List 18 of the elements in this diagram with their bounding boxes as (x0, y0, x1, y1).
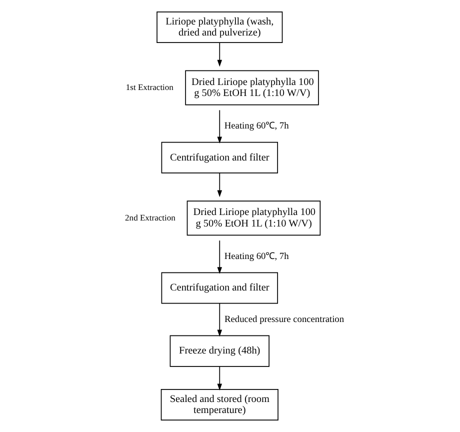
node-box: Freeze drying (48h) (169, 335, 269, 367)
node-box: Centrifugation and filter (160, 142, 278, 174)
arrow (216, 42, 222, 67)
node-box: Dried Liriope platyphylla 100 g 50% EtOH 1L (1:10 W/V) (184, 70, 318, 106)
node-label: 1st Extraction (125, 82, 173, 92)
node-box: Dried Liriope platyphylla 100 g 50% EtOH 1L (1:10 W/V) (186, 200, 320, 236)
arrow (216, 366, 222, 391)
edge-label: Reduced pressure concentration (224, 314, 344, 325)
node-box: Centrifugation and filter (160, 272, 278, 304)
arrow (216, 172, 222, 198)
arrow (216, 110, 222, 144)
node-label: 2nd Extraction (124, 212, 175, 222)
arrow (216, 302, 222, 337)
node-box: Sealed and stored (room temperature) (160, 388, 278, 420)
arrow (216, 240, 222, 274)
edge-label: Heating 60℃, 7h (224, 252, 288, 262)
edge-label: Heating 60℃, 7h (224, 121, 288, 132)
node-box: Liriope platyphylla (wash, dried and pulverize) (156, 12, 282, 44)
